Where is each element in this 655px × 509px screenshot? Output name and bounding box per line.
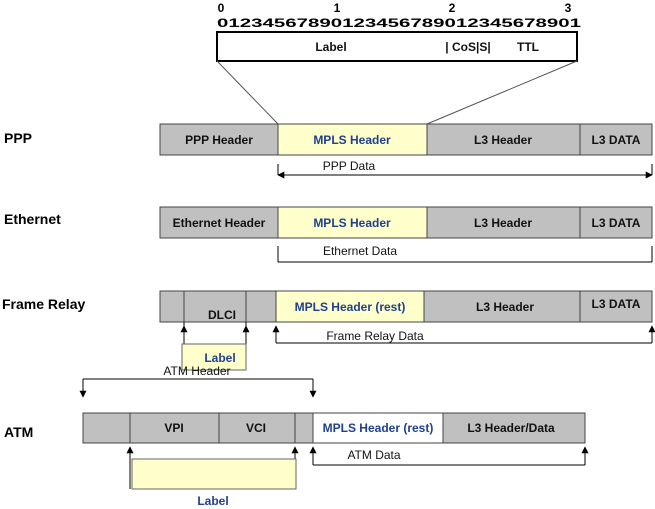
fr-data-span: Frame Relay Data — [272, 325, 655, 344]
atm-header-span: ATM Header — [79, 364, 317, 398]
mpls-field-ttl: TTL — [517, 40, 539, 54]
atm-vci-label: VCI — [246, 421, 266, 435]
ethernet-mpls-header-cell: MPLS Header — [277, 206, 428, 239]
ppp-data-span: PPP Data — [277, 159, 653, 179]
ppp-l3-header-cell: L3 Header — [426, 123, 581, 156]
atm-header-label: ATM Header — [163, 364, 230, 378]
atm-label-callout: Label — [126, 446, 299, 508]
ethernet-data-span: Ethernet Data — [277, 244, 653, 263]
bit-tens-2: 2 — [449, 1, 456, 15]
ethernet-mpls-header-label: MPLS Header — [313, 216, 391, 230]
bit-units: 01234567890123456789012345678901 — [217, 16, 582, 30]
fr-mpls-header-rest-label: MPLS Header (rest) — [295, 300, 406, 314]
atm-vpi-cell: VPI — [129, 412, 220, 444]
bit-tens-1: 1 — [334, 1, 341, 15]
atm-l3-header-data-cell: L3 Header/Data — [442, 412, 586, 444]
ppp-mpls-header-cell: MPLS Header — [277, 123, 428, 156]
row-title-ethernet: Ethernet — [4, 211, 61, 227]
atm-vci-cell: VCI — [218, 412, 296, 444]
ppp-l3-data-cell: L3 DATA — [579, 123, 653, 156]
fr-label-box-text: Label — [204, 351, 235, 365]
atm-data-label: ATM Data — [347, 448, 400, 462]
ethernet-l3-header-label: L3 Header — [474, 216, 532, 230]
fr-pre-cell — [159, 290, 185, 323]
bit-tens-0: 0 — [218, 1, 225, 15]
atm-mpls-header-rest-label: MPLS Header (rest) — [323, 421, 434, 435]
ethernet-l3-data-label: L3 DATA — [592, 216, 641, 230]
fr-l3-data-cell: L3 DATA — [579, 290, 653, 323]
atm-pre-cell — [82, 412, 131, 444]
ethernet-header-label: Ethernet Header — [173, 216, 266, 230]
ppp-header-label: PPP Header — [185, 133, 253, 147]
fr-l3-header-label: L3 Header — [476, 300, 534, 314]
atm-vpi-label: VPI — [164, 421, 183, 435]
mpls-field-label: Label — [315, 40, 346, 54]
ppp-header-cell: PPP Header — [159, 123, 279, 156]
atm-label-box-text: Label — [197, 494, 228, 508]
ppp-frame: PPP Header MPLS Header L3 Header L3 DATA — [159, 123, 653, 156]
fr-dlci-cell: DLCI — [183, 290, 247, 323]
atm-l3-header-data-label: L3 Header/Data — [467, 421, 555, 435]
mpls-word-box: Label | CoS|S| TTL — [216, 31, 578, 62]
ppp-mpls-header-label: MPLS Header — [313, 133, 391, 147]
atm-frame: VPI VCI MPLS Header (rest) L3 Header/Dat… — [82, 412, 586, 444]
fr-mpls-header-rest-cell: MPLS Header (rest) — [275, 290, 425, 323]
atm-post-cell — [294, 412, 314, 444]
ppp-l3-header-label: L3 Header — [474, 133, 532, 147]
zoom-lines — [216, 60, 578, 125]
fr-post-cell — [245, 290, 277, 323]
frame-relay-frame: DLCI MPLS Header (rest) L3 Header L3 DAT… — [159, 290, 653, 323]
ppp-data-label: PPP Data — [323, 159, 376, 173]
atm-data-span: ATM Data — [309, 446, 589, 466]
ppp-l3-data-label: L3 DATA — [592, 133, 641, 147]
row-title-ppp: PPP — [4, 130, 32, 146]
ethernet-frame: Ethernet Header MPLS Header L3 Header L3… — [159, 206, 653, 239]
bit-tens-3: 3 — [565, 1, 572, 15]
fr-label-callout: Label — [180, 322, 250, 371]
row-title-frame-relay: Frame Relay — [2, 296, 85, 312]
atm-mpls-header-rest-cell: MPLS Header (rest) — [312, 412, 444, 444]
ethernet-l3-data-cell: L3 DATA — [579, 206, 653, 239]
ethernet-header-cell: Ethernet Header — [159, 206, 279, 239]
fr-dlci-label: DLCI — [208, 308, 236, 322]
mpls-bit-ruler: 0 1 2 3 01234567890123456789012345678901 — [217, 1, 582, 30]
ethernet-data-label: Ethernet Data — [323, 244, 397, 258]
fr-l3-header-cell: L3 Header — [423, 290, 581, 323]
row-title-atm: ATM — [4, 424, 33, 440]
fr-l3-data-label: L3 DATA — [592, 297, 641, 311]
fr-data-label: Frame Relay Data — [326, 329, 424, 343]
ethernet-l3-header-cell: L3 Header — [426, 206, 581, 239]
mpls-field-cos-s: | CoS|S| — [445, 40, 490, 54]
